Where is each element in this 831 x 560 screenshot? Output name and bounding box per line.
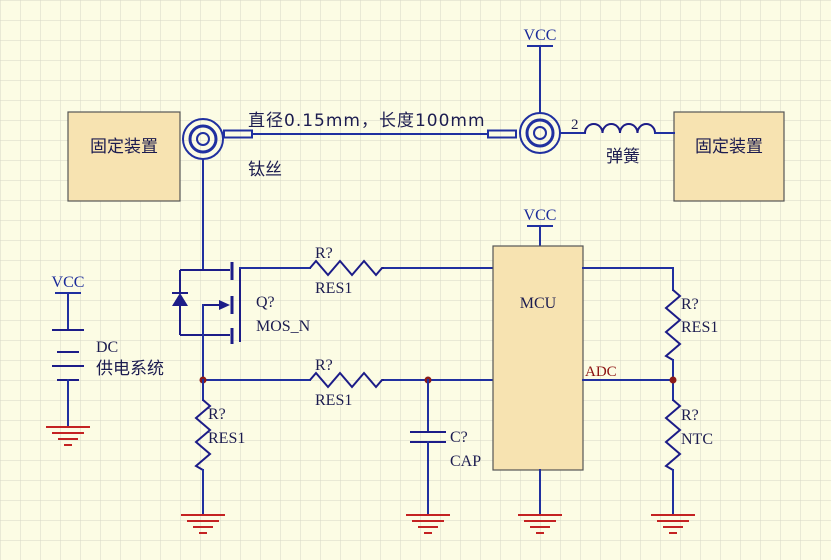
left-connector-inner-ring bbox=[196, 132, 210, 146]
gate-resistor-value: RES1 bbox=[315, 280, 352, 297]
right-fixture: 固定装置 bbox=[673, 111, 785, 202]
ntc-designator: R? bbox=[681, 407, 699, 424]
source-resistor: R? RES1 bbox=[194, 379, 245, 516]
sense-resistor-zigzag bbox=[309, 371, 385, 389]
ntc-zigzag bbox=[664, 399, 682, 471]
vcc-mcu-label: VCC bbox=[524, 207, 557, 224]
spring: 2 弹簧 bbox=[559, 117, 675, 167]
titanium-wire-spec-label: 直径0.15mm，长度100mm bbox=[248, 111, 486, 131]
vcc-connector-power-port: VCC bbox=[524, 27, 557, 114]
gate-resistor: R? RES1 bbox=[239, 245, 494, 297]
mcu-box bbox=[492, 245, 584, 471]
capacitor-designator: C? bbox=[450, 429, 468, 446]
left-connector-middle-ring bbox=[188, 124, 218, 154]
left-fixture-label: 固定装置 bbox=[90, 137, 158, 157]
ntc-value: NTC bbox=[681, 431, 713, 448]
battery-name: DC bbox=[96, 339, 118, 356]
left-fixture-box bbox=[67, 111, 181, 202]
junction-adc bbox=[669, 376, 677, 384]
ground-battery bbox=[46, 426, 90, 446]
source-resistor-zigzag bbox=[194, 399, 212, 471]
pullup-resistor-designator: R? bbox=[681, 296, 699, 313]
vcc-battery-label: VCC bbox=[52, 274, 85, 291]
mosfet: Q? MOS_N bbox=[172, 262, 311, 344]
right-connector-pin bbox=[487, 129, 517, 139]
vcc-connector-label: VCC bbox=[524, 27, 557, 44]
battery: VCC DC 供电系统 bbox=[52, 274, 164, 427]
right-fixture-label: 固定装置 bbox=[695, 137, 763, 157]
mcu-label: MCU bbox=[520, 295, 557, 312]
mosfet-body-diode-triangle bbox=[172, 293, 188, 306]
spring-pin-number: 2 bbox=[571, 117, 579, 133]
ntc-thermistor: R? NTC bbox=[664, 399, 713, 516]
spring-coil bbox=[584, 123, 656, 134]
mosfet-type: MOS_N bbox=[256, 318, 311, 335]
pullup-resistor: R? RES1 bbox=[582, 267, 718, 401]
titanium-wire-material-label: 钛丝 bbox=[248, 160, 282, 180]
capacitor-value: CAP bbox=[450, 453, 481, 470]
spring-label: 弹簧 bbox=[606, 147, 640, 167]
right-connector-middle-ring bbox=[525, 118, 555, 148]
right-fixture-box bbox=[673, 111, 785, 202]
source-resistor-designator: R? bbox=[208, 406, 226, 423]
sense-resistor-designator: R? bbox=[315, 357, 333, 374]
pullup-resistor-zigzag bbox=[664, 289, 682, 361]
sense-resistor: R? RES1 bbox=[202, 357, 494, 409]
gate-resistor-designator: R? bbox=[315, 245, 333, 262]
battery-description: 供电系统 bbox=[96, 359, 164, 379]
mosfet-arrow bbox=[219, 300, 230, 310]
ground-mcu bbox=[518, 514, 562, 534]
ground-source-resistor bbox=[181, 514, 225, 534]
pullup-resistor-value: RES1 bbox=[681, 319, 718, 336]
source-resistor-value: RES1 bbox=[208, 430, 245, 447]
ground-ntc bbox=[651, 514, 695, 534]
gate-resistor-zigzag bbox=[309, 259, 385, 277]
sense-resistor-value: RES1 bbox=[315, 392, 352, 409]
adc-label: ADC bbox=[585, 364, 617, 380]
right-connector-inner-ring bbox=[533, 126, 547, 140]
ground-capacitor bbox=[406, 514, 450, 534]
capacitor: C? CAP bbox=[410, 379, 481, 516]
mosfet-designator: Q? bbox=[256, 294, 275, 311]
left-fixture: 固定装置 bbox=[67, 111, 181, 202]
mcu: VCC MCU bbox=[492, 207, 584, 516]
